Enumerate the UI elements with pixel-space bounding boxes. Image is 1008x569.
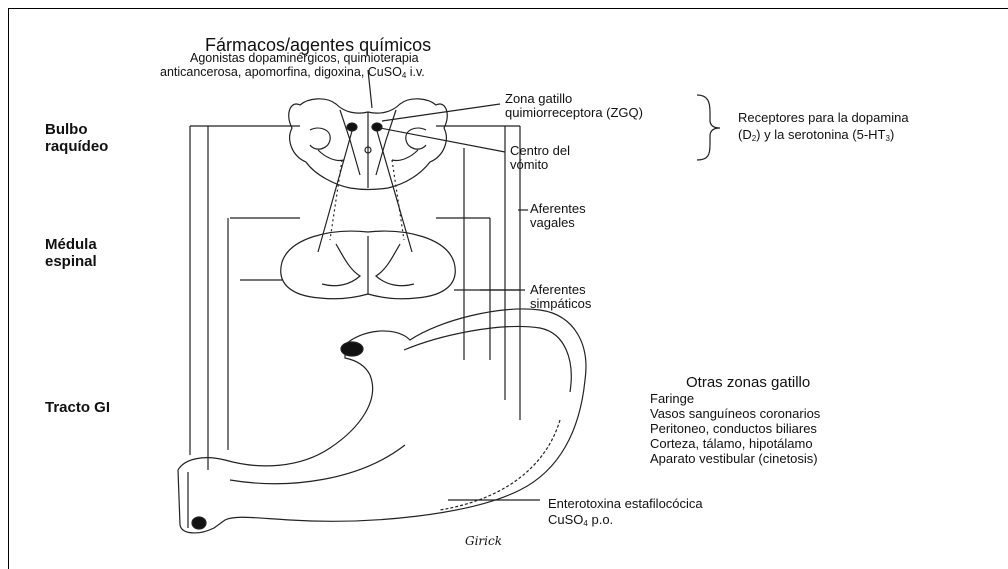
receptores-line-1: Receptores para la dopamina bbox=[738, 111, 909, 125]
otras-zonas-item: Vasos sanguíneos coronarios bbox=[650, 407, 820, 421]
afferent-pathway-lines bbox=[190, 126, 520, 470]
otras-zonas-title: Otras zonas gatillo bbox=[686, 375, 810, 392]
drugs-line-2: anticancerosa, apomorfina, digoxina, CuS… bbox=[160, 66, 425, 81]
enterotoxina-line-2: CuSO4 p.o. bbox=[548, 513, 613, 529]
region-tracto-gi: Tracto GI bbox=[45, 400, 110, 417]
receptores-line-2: (D2) y la serotonina (5-HT3) bbox=[738, 128, 894, 144]
otras-zonas-item: Faringe bbox=[650, 392, 694, 406]
otras-zonas-item: Peritoneo, conductos biliares bbox=[650, 422, 817, 436]
stomach-drawing bbox=[178, 309, 586, 533]
otras-zonas-item: Corteza, tálamo, hipotálamo bbox=[650, 437, 813, 451]
spinal-cord-drawing bbox=[281, 231, 456, 299]
label-aferentes-simpaticos: Aferentes simpáticos bbox=[530, 283, 591, 312]
enterotoxina-line-1: Enterotoxina estafilocócica bbox=[548, 497, 703, 511]
artist-signature: Girick bbox=[465, 535, 502, 548]
receptor-brace bbox=[697, 95, 720, 160]
drugs-line-1: Agonistas dopaminérgicos, quimioterapia bbox=[190, 52, 419, 66]
region-medula-espinal: Médula espinal bbox=[45, 237, 97, 270]
medulla-oblongata-drawing bbox=[289, 99, 448, 190]
region-bulbo-raquideo: Bulbo raquídeo bbox=[45, 122, 108, 155]
label-zgq: Zona gatillo quimiorreceptora (ZGQ) bbox=[505, 92, 643, 121]
label-centro-vomito: Centro del vómito bbox=[510, 144, 570, 173]
label-aferentes-vagales: Aferentes vagales bbox=[530, 202, 586, 231]
otras-zonas-item: Aparato vestibular (cinetosis) bbox=[650, 452, 818, 466]
